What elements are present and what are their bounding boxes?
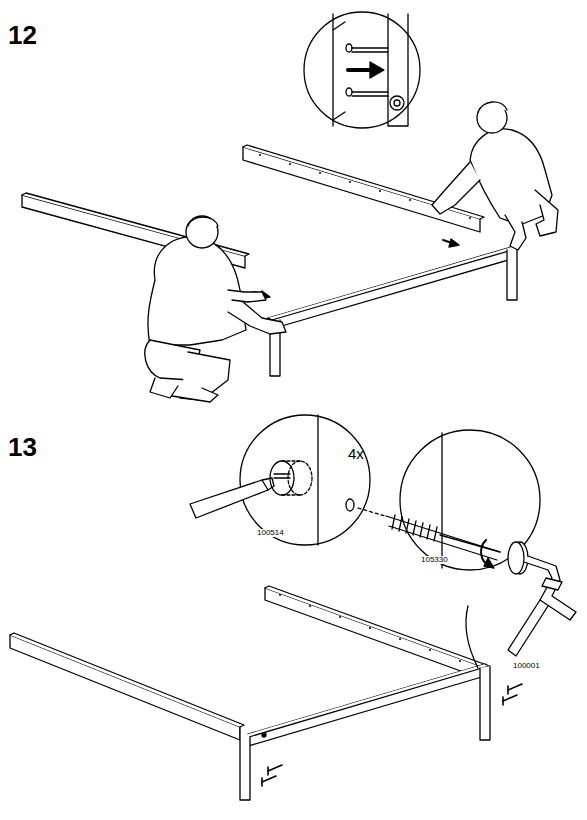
person-figure	[432, 102, 558, 250]
quantity-label: 4x	[348, 446, 364, 461]
part-number: 100514	[256, 529, 285, 537]
step-number: 12	[8, 22, 37, 48]
bed-frame-step-13	[10, 586, 522, 800]
part-number: 105330	[420, 556, 449, 564]
thread-lines	[392, 515, 437, 541]
step-number: 13	[8, 434, 37, 460]
part-number: 100001	[512, 662, 541, 670]
person-figure	[145, 216, 286, 402]
bed-frame-step-12	[22, 145, 519, 376]
detail-callout	[304, 12, 420, 128]
detail-callout	[386, 430, 576, 656]
detail-callout	[190, 415, 385, 545]
